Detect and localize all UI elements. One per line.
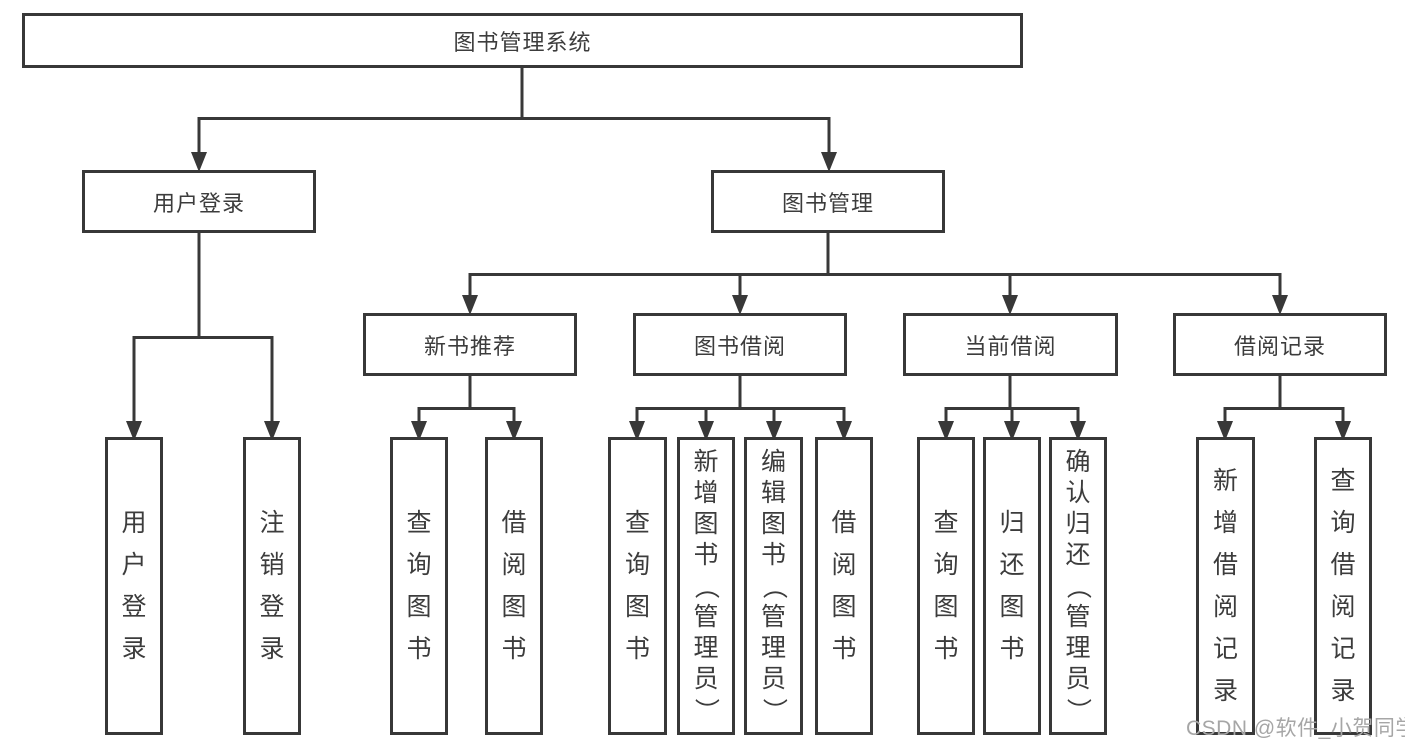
leaf-cb-confirm-return-admin: 确认归还（管理员） — [1049, 437, 1107, 735]
leaf-br-add-record-label: 新增借阅记录 — [1212, 467, 1238, 705]
node-new-book-recommend: 新书推荐 — [363, 313, 577, 376]
node-current-borrow: 当前借阅 — [903, 313, 1118, 376]
node-borrow-records-label: 借阅记录 — [1233, 333, 1326, 359]
leaf-cb-return-books: 归还图书 — [983, 437, 1041, 735]
leaf-cb-query-books-label: 查询图书 — [933, 509, 959, 663]
leaf-bb-edit-books-admin: 编辑图书（管理员） — [744, 437, 803, 735]
node-new-book-recommend-label: 新书推荐 — [423, 333, 516, 359]
node-book-management-label: 图书管理 — [781, 190, 874, 216]
node-book-management: 图书管理 — [711, 170, 945, 233]
node-current-borrow-label: 当前借阅 — [964, 333, 1057, 359]
leaf-bb-query-books-label: 查询图书 — [624, 509, 650, 663]
leaf-logout: 注销登录 — [243, 437, 301, 735]
leaf-br-query-record: 查询借阅记录 — [1314, 437, 1372, 735]
leaf-cb-query-books: 查询图书 — [917, 437, 975, 735]
leaf-rec-borrow-books: 借阅图书 — [485, 437, 543, 735]
node-book-borrow-label: 图书借阅 — [693, 333, 786, 359]
leaf-rec-query-books-label: 查询图书 — [406, 509, 432, 663]
arrowheads — [126, 152, 1351, 441]
csdn-watermark: CSDN @软件_小贺同学 — [1186, 717, 1405, 740]
leaf-bb-edit-books-admin-label: 编辑图书（管理员） — [759, 447, 788, 723]
leaf-bb-borrow-books: 借阅图书 — [815, 437, 873, 735]
leaf-bb-borrow-books-label: 借阅图书 — [831, 509, 857, 663]
leaf-bb-add-books-admin-label: 新增图书（管理员） — [692, 447, 721, 723]
leaf-user-login: 用户登录 — [105, 437, 163, 735]
leaf-br-query-record-label: 查询借阅记录 — [1330, 467, 1356, 705]
leaf-bb-add-books-admin: 新增图书（管理员） — [677, 437, 735, 735]
node-borrow-records: 借阅记录 — [1173, 313, 1387, 376]
leaf-logout-label: 注销登录 — [259, 509, 285, 663]
leaf-cb-confirm-return-admin-label: 确认归还（管理员） — [1064, 447, 1093, 723]
node-book-borrow: 图书借阅 — [633, 313, 847, 376]
node-root-label: 图书管理系统 — [453, 29, 592, 55]
node-root-system: 图书管理系统 — [22, 13, 1023, 68]
leaf-rec-borrow-books-label: 借阅图书 — [501, 509, 527, 663]
node-user-login: 用户登录 — [82, 170, 316, 233]
leaf-cb-return-books-label: 归还图书 — [999, 509, 1025, 663]
leaf-br-add-record: 新增借阅记录 — [1196, 437, 1255, 735]
node-user-login-label: 用户登录 — [152, 190, 245, 216]
leaf-user-login-label: 用户登录 — [121, 509, 147, 663]
leaf-rec-query-books: 查询图书 — [390, 437, 448, 735]
leaf-bb-query-books: 查询图书 — [608, 437, 667, 735]
